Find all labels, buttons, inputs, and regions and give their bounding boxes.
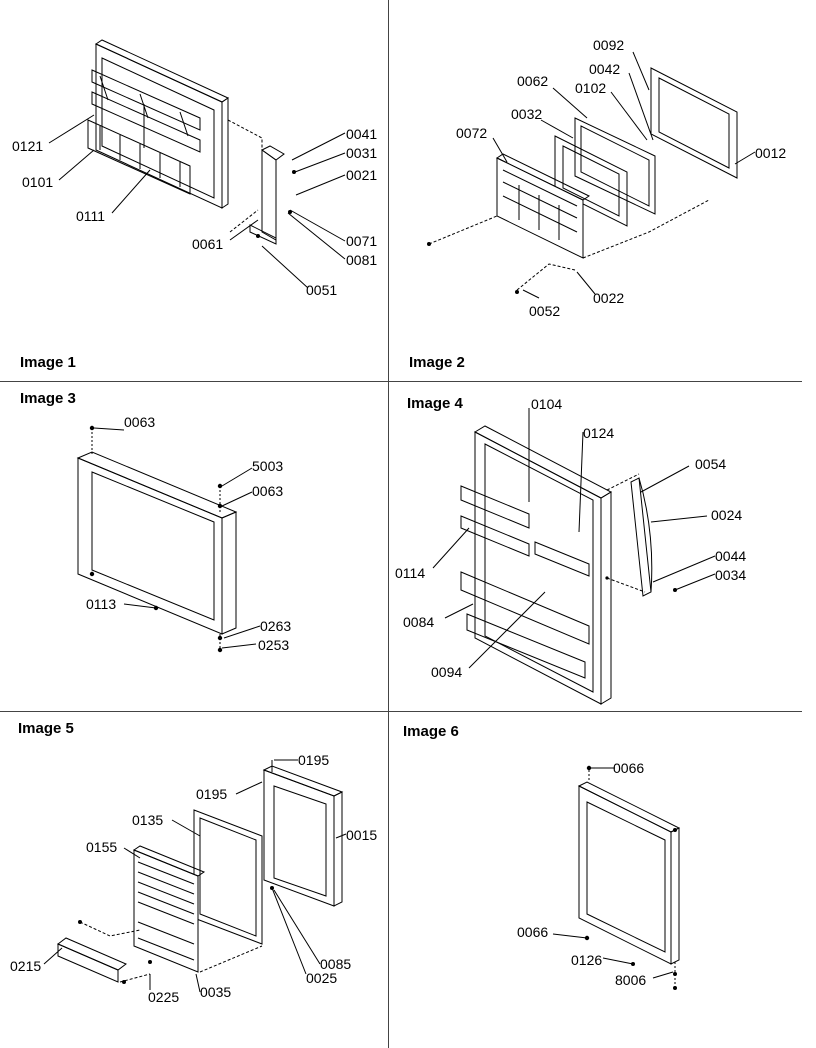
callout-0092: 0092 <box>593 37 625 53</box>
callout-0081: 0081 <box>346 252 378 268</box>
callout-0101: 0101 <box>22 174 54 190</box>
panel-image-3: Image 3 0063 5003 0063 0113 0263 0253 <box>0 382 388 711</box>
callout-0063-top: 0063 <box>124 414 156 430</box>
callout-0135: 0135 <box>132 812 164 828</box>
door-liner-exploded-drawing <box>43 759 347 993</box>
panel-title: Image 1 <box>20 354 76 371</box>
callout-0042: 0042 <box>589 61 621 77</box>
panel-title: Image 3 <box>20 390 76 407</box>
callout-0051: 0051 <box>306 282 338 298</box>
fresh-food-door-exploded-drawing <box>427 51 756 299</box>
callout-0072: 0072 <box>456 125 488 141</box>
callout-5003: 5003 <box>252 458 284 474</box>
callout-0263: 0263 <box>260 618 292 634</box>
callout-0032: 0032 <box>511 106 543 122</box>
callout-0061: 0061 <box>192 236 224 252</box>
door-frame-drawing <box>76 425 261 653</box>
panel-image-1: Image 1 0121 0101 0111 0041 0031 0021 00… <box>0 0 388 381</box>
callout-8006: 8006 <box>615 972 647 988</box>
panel-image-5: Image 5 0195 0195 0135 0015 0155 0085 02… <box>0 712 388 1048</box>
panel-image-4: Image 4 0104 0124 0054 0024 0114 0044 00… <box>389 382 802 711</box>
panel-image-2: Image 2 0092 0042 0062 0102 0032 0072 00… <box>389 0 802 381</box>
callout-0113: 0113 <box>86 596 117 612</box>
callout-0111: 0111 <box>76 208 106 224</box>
horizontal-divider-bottom <box>0 711 802 712</box>
callout-0052: 0052 <box>529 303 561 319</box>
callout-0031: 0031 <box>346 145 378 161</box>
door-gasket-frame-drawing <box>552 765 681 990</box>
panel-title: Image 2 <box>409 354 465 371</box>
callout-0041: 0041 <box>346 126 378 142</box>
callout-0253: 0253 <box>258 637 290 653</box>
callout-0034: 0034 <box>715 567 747 583</box>
callout-0035: 0035 <box>200 984 232 1000</box>
callout-0121: 0121 <box>12 138 44 154</box>
freezer-door-assembly-drawing <box>48 39 346 289</box>
panel-image-6: Image 6 0066 0066 0126 8006 <box>389 712 802 1048</box>
callout-0054: 0054 <box>695 456 727 472</box>
callout-0114: 0114 <box>395 565 426 581</box>
callout-0071: 0071 <box>346 233 378 249</box>
callout-0124: 0124 <box>583 425 615 441</box>
panel-title: Image 4 <box>407 395 463 412</box>
callout-0063-right: 0063 <box>252 483 284 499</box>
callout-0085: 0085 <box>320 956 352 972</box>
callout-0062: 0062 <box>517 73 549 89</box>
callout-0012: 0012 <box>755 145 787 161</box>
callout-0022: 0022 <box>593 290 625 306</box>
callout-0094: 0094 <box>431 664 463 680</box>
callout-0066-bottom: 0066 <box>517 924 549 940</box>
horizontal-divider-top <box>0 381 802 382</box>
callout-0104: 0104 <box>531 396 563 412</box>
vertical-divider <box>388 0 389 1048</box>
callout-0084: 0084 <box>403 614 435 630</box>
callout-0225: 0225 <box>148 989 180 1005</box>
callout-0044: 0044 <box>715 548 747 564</box>
callout-0126: 0126 <box>571 952 603 968</box>
callout-0025: 0025 <box>306 970 338 986</box>
callout-0102: 0102 <box>575 80 607 96</box>
callout-0155: 0155 <box>86 839 118 855</box>
panel-title: Image 6 <box>403 723 459 740</box>
callout-0024: 0024 <box>711 507 743 523</box>
callout-0195-top: 0195 <box>298 752 330 768</box>
callout-0195-left: 0195 <box>196 786 228 802</box>
panel-title: Image 5 <box>18 720 74 737</box>
refrigerator-door-with-bins-drawing <box>432 408 716 705</box>
callout-0215: 0215 <box>10 958 42 974</box>
callout-0015: 0015 <box>346 827 378 843</box>
callout-0066-top: 0066 <box>613 760 645 776</box>
callout-0021: 0021 <box>346 167 378 183</box>
